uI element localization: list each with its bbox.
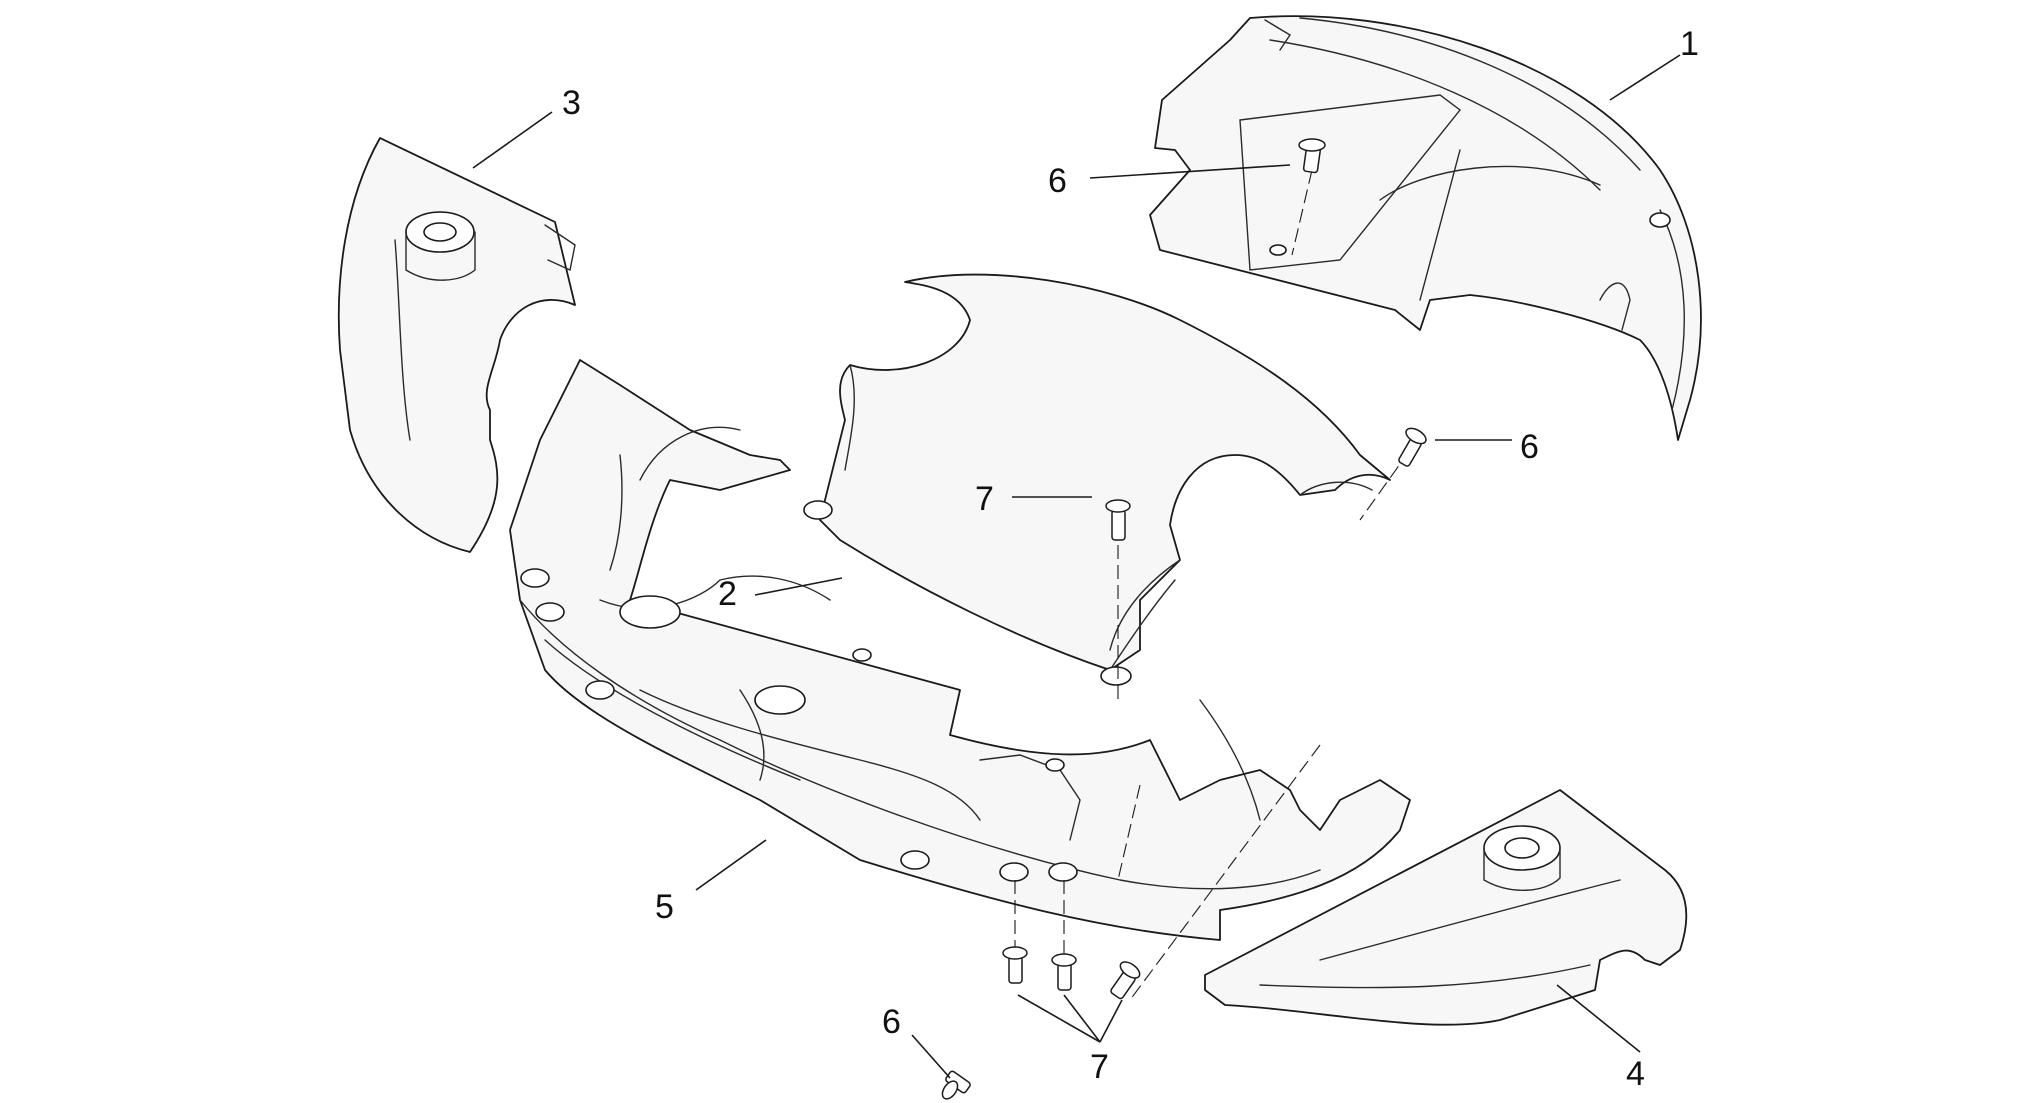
screw-item-6-bottom[interactable] [939, 1070, 971, 1101]
part-2-center-cover[interactable] [803, 273, 1391, 686]
callout-1: 1 [1680, 25, 1699, 63]
screw-item-7-bottom-left[interactable] [1002, 946, 1028, 984]
screw-item-6-right[interactable] [1398, 425, 1429, 467]
callout-4: 4 [1626, 1055, 1645, 1093]
screw-item-7-bottom-right[interactable] [1110, 959, 1143, 1000]
callout-5: 5 [655, 888, 674, 926]
screw-item-6-upper[interactable] [1298, 138, 1326, 174]
screw-item-7-bottom-mid[interactable] [1051, 953, 1077, 991]
callout-6-right: 6 [1520, 428, 1539, 466]
callout-labels: 1 2 3 4 5 6 6 6 7 7 [562, 25, 1699, 1093]
part-5-lower-shield[interactable] [509, 359, 1411, 941]
part-4-right-side-panel[interactable] [1204, 789, 1688, 1026]
callout-3: 3 [562, 84, 581, 122]
callout-6-bottom: 6 [882, 1003, 901, 1041]
callout-7-bottom: 7 [1090, 1048, 1109, 1086]
callout-2: 2 [718, 575, 737, 613]
screw-item-7-center[interactable] [1105, 499, 1131, 541]
callout-7-center: 7 [975, 480, 994, 518]
leader-lines [472, 54, 1681, 1079]
callout-6-upper: 6 [1048, 162, 1067, 200]
part-3-left-side-panel[interactable] [337, 137, 576, 553]
part-1-upper-shell[interactable] [1149, 15, 1702, 441]
